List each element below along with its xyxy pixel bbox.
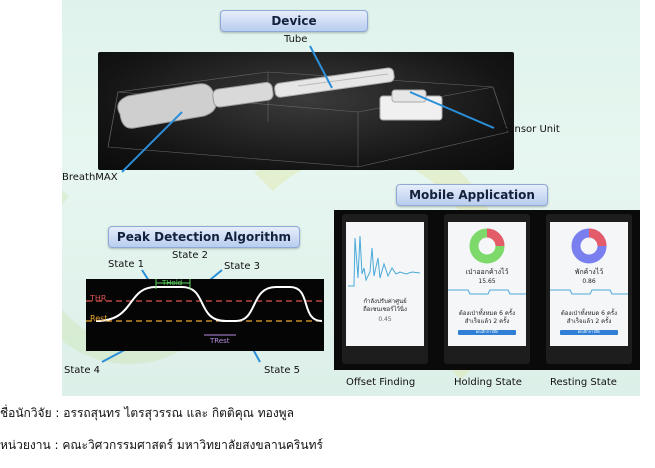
resting-status: พักค้างไว้ (574, 268, 604, 276)
holding-cancel-button[interactable]: ยกเลิกการฝึก (458, 329, 516, 335)
caption-resting-state: Resting State (550, 377, 617, 388)
offset-line2: ถือเซนเซอร์ไว้นิ่ง (363, 306, 407, 313)
phone-screen: เป่าออกค้างไว้ 15.65 ต้องเป่าทั้งหมด 6 ค… (448, 222, 526, 346)
peak-detection-plot: THR Rest THold TRest (86, 279, 324, 351)
trest-label: TRest (210, 337, 230, 345)
resting-line2: สำเร็จแล้ว 2 ครั้ง (566, 318, 612, 325)
holding-line (448, 289, 526, 295)
device-render (98, 52, 514, 170)
holding-donut (469, 228, 505, 264)
tube-label: Tube (284, 34, 308, 45)
offset-line1: กำลังปรับค่าศูนย์ (363, 298, 407, 305)
caption-offset-finding: Offset Finding (346, 377, 416, 388)
mobile-screens: กำลังปรับค่าศูนย์ ถือเซนเซอร์ไว้นิ่ง 0.4… (334, 210, 640, 370)
sensor-unit (379, 89, 443, 121)
breathmax-body (117, 81, 274, 129)
phone-screen: กำลังปรับค่าศูนย์ ถือเซนเซอร์ไว้นิ่ง 0.4… (346, 222, 424, 346)
researchers-line: ชื่อนักวิจัย : อรรถสุนทร ไตรสุวรรณ และ ก… (0, 406, 294, 420)
device-illustration (107, 67, 509, 168)
phone-screen: พักค้างไว้ 0.86 ต้องเป่าทั้งหมด 6 ครั้ง … (550, 222, 628, 346)
rest-label: Rest (90, 314, 108, 323)
figure-panel: Device (62, 0, 640, 396)
holding-line1: ต้องเป่าทั้งหมด 6 ครั้ง (458, 310, 516, 317)
department-line: หน่วยงาน : คณะวิศวกรรมศาสตร์ มหาวิทยาลัย… (0, 438, 323, 452)
state-1-label: State 1 (108, 259, 145, 270)
offset-value: 0.45 (378, 316, 392, 323)
device-title: Device (220, 10, 368, 32)
caption-holding-state: Holding State (454, 377, 522, 388)
breathmax-label: BreathMAX (62, 172, 118, 183)
peak-curve (86, 279, 324, 336)
tube (274, 67, 395, 98)
resting-donut (571, 228, 607, 264)
offset-chart (348, 235, 421, 287)
state-3-label: State 3 (224, 261, 261, 272)
phone-offset-finding: กำลังปรับค่าศูนย์ ถือเซนเซอร์ไว้นิ่ง 0.4… (342, 214, 428, 364)
resting-cancel-button[interactable]: ยกเลิกการฝึก (560, 329, 618, 335)
mobile-title: Mobile Application (396, 184, 548, 206)
resting-value: 0.86 (582, 278, 596, 285)
state-2-label: State 2 (172, 250, 209, 261)
thr-label: THR (90, 294, 107, 303)
phone-holding-state: เป่าออกค้างไว้ 15.65 ต้องเป่าทั้งหมด 6 ค… (444, 214, 530, 364)
state-5-label: State 5 (264, 365, 301, 376)
holding-value: 15.65 (478, 278, 496, 285)
resting-line1: ต้องเป่าทั้งหมด 6 ครั้ง (560, 310, 618, 317)
holding-status: เป่าออกค้างไว้ (465, 268, 509, 276)
phone-resting-state: พักค้างไว้ 0.86 ต้องเป่าทั้งหมด 6 ครั้ง … (546, 214, 632, 364)
sensor-unit-label: Sensor Unit (502, 124, 560, 135)
thold-label: THold (162, 279, 183, 287)
holding-line2: สำเร็จแล้ว 2 ครั้ง (464, 318, 510, 325)
resting-line (550, 289, 628, 295)
peak-title: Peak Detection Algorithm (108, 226, 300, 248)
state-4-label: State 4 (64, 365, 101, 376)
